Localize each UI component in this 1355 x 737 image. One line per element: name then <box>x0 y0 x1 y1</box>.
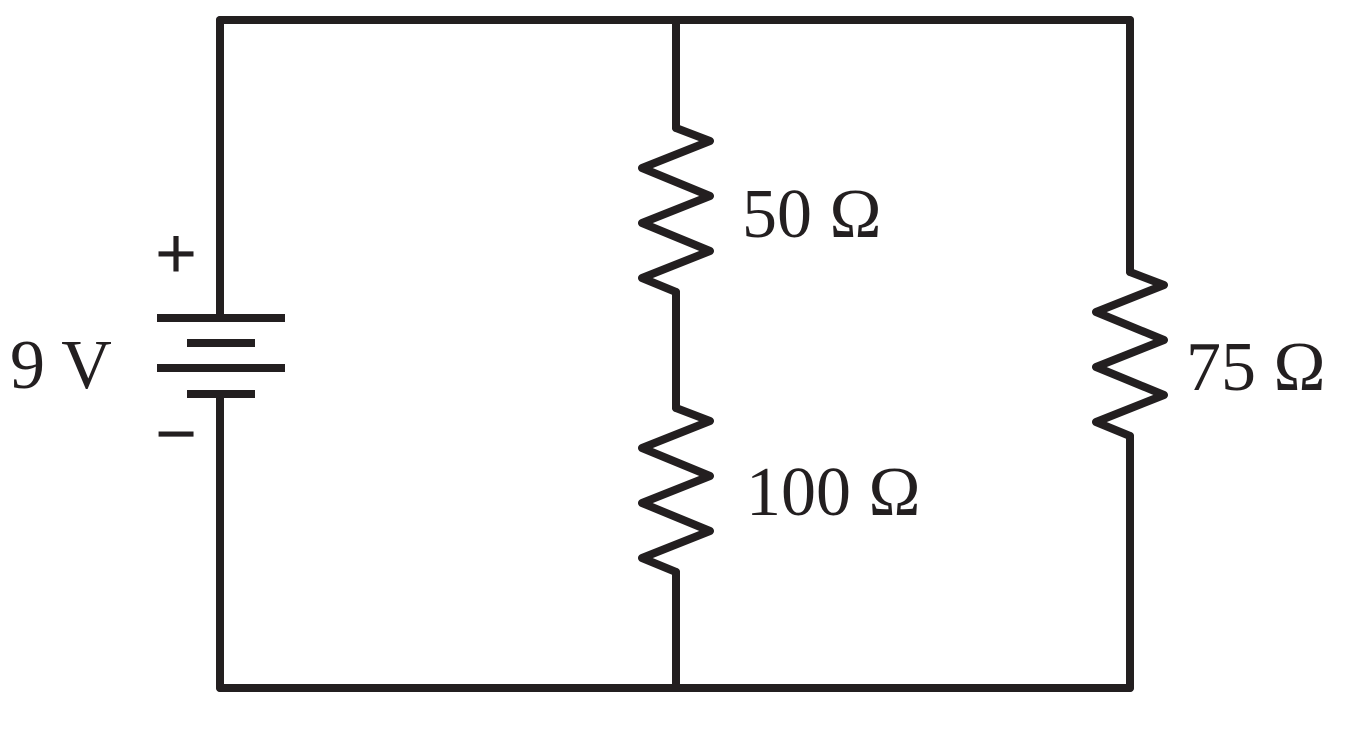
resistor-100-symbol <box>638 404 714 576</box>
resistor-50-symbol <box>638 124 714 296</box>
resistor-75-symbol <box>1092 268 1168 440</box>
battery-symbol <box>157 314 285 398</box>
resistor-75-label: 75 Ω <box>1186 329 1326 406</box>
battery-negative-sign: − <box>155 394 197 474</box>
battery-positive-sign: + <box>155 214 197 294</box>
resistor-50-label: 50 Ω <box>742 176 882 253</box>
battery-voltage-label: 9 V <box>10 327 112 404</box>
resistor-100-label: 100 Ω <box>746 454 921 531</box>
